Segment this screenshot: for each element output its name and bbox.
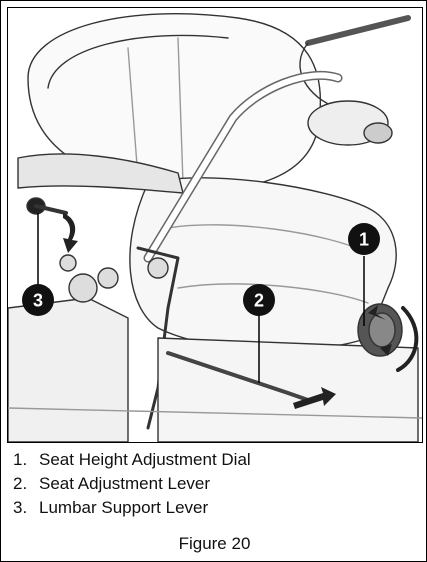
callout-2-label: 2 (254, 291, 264, 311)
callout-3: 3 (22, 284, 54, 316)
legend-text: Seat Height Adjustment Dial (39, 450, 251, 469)
legend-number: 1. (13, 450, 28, 469)
lumbar-arrow (63, 213, 78, 253)
callout-3-label: 3 (33, 291, 43, 311)
callout-1: 1 (348, 223, 380, 255)
callout-1-label: 1 (359, 230, 369, 250)
dial-arrow (368, 305, 386, 320)
seat-cushion (129, 177, 397, 352)
adjust-rail (166, 351, 310, 402)
legend-text: Seat Adjustment Lever (39, 474, 211, 493)
figure-caption: Figure 20 (178, 534, 251, 553)
legend-list: 1. Seat Height Adjustment Dial 2. Seat A… (13, 448, 413, 520)
seat-illustration: 1 2 3 (7, 7, 423, 443)
legend-item: 2. Seat Adjustment Lever (13, 472, 413, 496)
legend-item: 1. Seat Height Adjustment Dial (13, 448, 413, 472)
lever-arrow (293, 387, 336, 409)
legend-number: 3. (13, 498, 28, 517)
callout-2: 2 (243, 284, 275, 316)
legend-item: 3. Lumbar Support Lever (13, 496, 413, 520)
legend-text: Lumbar Support Lever (39, 498, 209, 517)
legend-number: 2. (13, 474, 28, 493)
